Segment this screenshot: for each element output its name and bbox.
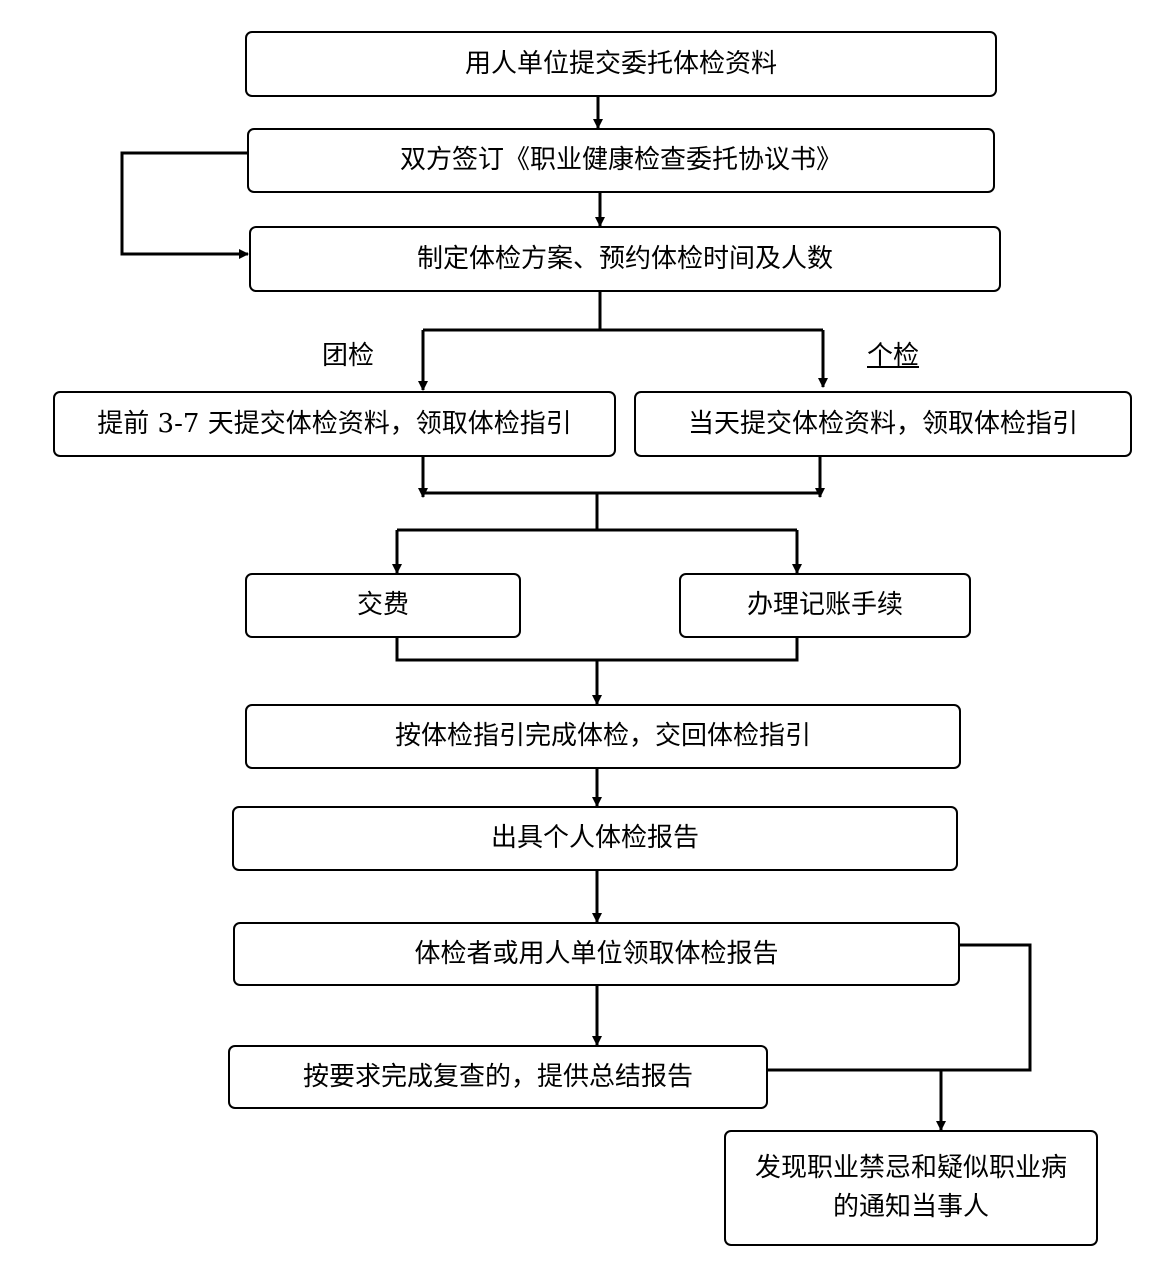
node-group-submit: 提前 3-7 天提交体检资料，领取体检指引: [53, 391, 616, 457]
line-collect-side: [768, 943, 1032, 1072]
line-merge2: [395, 638, 799, 662]
node-submit-materials: 用人单位提交委托体检资料: [245, 31, 997, 97]
node-recheck-summary: 按要求完成复查的，提供总结报告: [228, 1045, 768, 1109]
node-sign-agreement: 双方签订《职业健康检查委托协议书》: [247, 128, 995, 193]
branch-label-individual: 个检: [867, 341, 920, 371]
branch-label-group: 团检: [322, 341, 375, 371]
node-issue-report: 出具个人体检报告: [232, 806, 958, 871]
node-collect-report: 体检者或用人单位领取体检报告: [233, 922, 960, 986]
node-individual-submit: 当天提交体检资料，领取体检指引: [634, 391, 1132, 457]
node-complete-exam: 按体检指引完成体检，交回体检指引: [245, 704, 961, 769]
node-notify-party: 发现职业禁忌和疑似职业病的通知当事人: [724, 1130, 1098, 1246]
arrow-bypass-sign: [120, 151, 249, 259]
node-make-plan: 制定体检方案、预约体检时间及人数: [249, 226, 1001, 292]
node-pay-fee: 交费: [245, 573, 521, 638]
node-charge-account: 办理记账手续: [679, 573, 971, 638]
